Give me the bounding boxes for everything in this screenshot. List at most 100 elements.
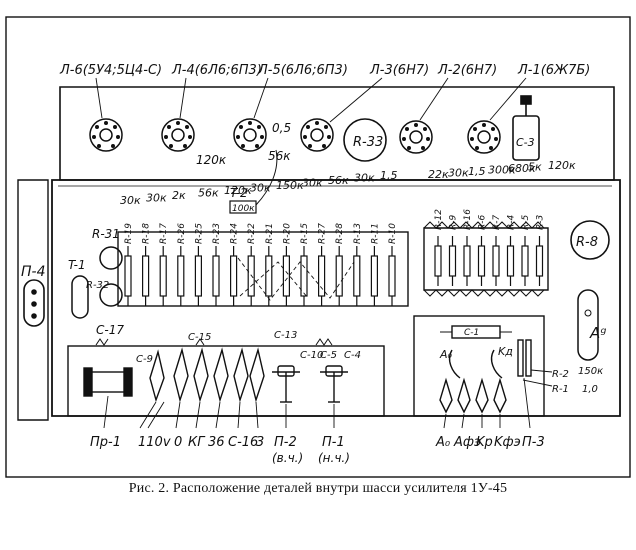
resistor-label: R-24 [230,223,240,244]
tube-socket-l3 [300,118,334,152]
c9-label: C-9 [136,354,153,365]
tube-socket-l1 [467,120,501,154]
kd-label: Kд [498,345,513,358]
resistor-value: 300к [488,164,516,177]
r8-potentiometer [570,220,610,260]
resistor-value: 30к [250,182,271,195]
resistor-label: R-23 [212,223,222,244]
terminal-posts [149,347,265,403]
value-56k: 56к [268,149,291,163]
t2-label: T-2 [230,186,248,200]
resistor-value: 56к [198,187,219,200]
p1-note: (н.ч.) [318,451,350,465]
value-05: 0,5 [272,121,291,135]
afe-label: Aфэ [453,435,481,450]
resistor-label: R-6 [478,214,488,230]
resistor-r-26 [177,255,185,297]
resistor-label: R-5 [521,214,531,230]
p1-label: П-1 [322,435,345,450]
resistor-label: R-12 [434,209,444,230]
resistor-value: 120к [548,159,576,172]
resistor-label: R-9 [449,214,459,230]
r1-r2-resistors [517,339,553,387]
resistor-value: 30к [120,194,141,207]
switch-p1 [320,365,348,403]
value-100k-box [229,200,257,214]
resistor-r-11 [370,255,378,297]
r33-potentiometer [343,118,387,162]
tube-socket-l6 [89,118,123,152]
resistor-r-21 [265,255,273,297]
r8-label: R-8 [576,235,598,250]
r31-potentiometer [99,246,123,270]
resistor-label: R-28 [335,223,345,244]
p4-mount [23,279,45,327]
left-side-panel [17,179,49,421]
tube-label-l2: Л-2(6Н7) [437,63,497,78]
resistor-r-10 [388,255,396,297]
resistor-label: R-26 [177,223,187,244]
right-resistor-board [423,227,549,291]
resistor-r-9 [448,245,457,277]
label-c16: C-16 [228,435,258,450]
label-kg: КГ [188,435,206,450]
p4-hole [31,301,37,307]
resistor-value: 56к [328,174,349,187]
value-120k: 120к [196,153,227,167]
t1-transformer [71,275,89,319]
c4-label: C-4 [344,350,361,361]
resistor-value: 30к [146,192,167,205]
c5-label: C-5 [320,350,337,361]
resistor-label: R-21 [265,223,275,244]
resistor-r-7 [492,245,500,277]
tube-socket-l2 [399,120,433,154]
resistor-r-16 [463,245,471,277]
r2-value: 150к [578,366,603,377]
resistor-value: 30к [448,167,469,180]
resistor-r-27 [318,255,326,297]
resistor-r-20 [282,255,290,297]
tube-label-leaders [95,77,527,123]
kfe-label: Kфэ [494,435,521,450]
bottom-right-board [413,315,553,417]
p3-label: П-3 [522,435,545,450]
bottom-right-frame [413,315,545,417]
t1-label: T-1 [68,258,86,272]
resistor-value: 1,5 [468,165,486,178]
label-3: 3 [256,435,264,450]
switch-p2 [272,365,300,403]
tube-label-l5: Л-5(6Л6;6П3) [257,63,348,78]
c3-cap [520,95,532,105]
resistor-r-17 [159,255,167,297]
bottom-board [67,345,385,417]
pr1-label: Пр-1 [90,435,121,450]
resistor-label: R-19 [124,223,134,244]
resistor-value: 30к [302,177,323,190]
left-block [71,246,123,319]
resistor-label: R-13 [353,223,363,244]
resistor-value: 120к [224,184,252,197]
tube-label-l4: Л-4(6Л6;6П3) [171,63,262,78]
page-frame [5,16,631,478]
resistor-value: 1,5 [380,169,398,182]
r32-label: R-32 [86,280,109,291]
resistor-r-25 [194,255,202,297]
t2-lead [255,149,278,206]
resistor-r-28 [335,255,343,297]
a0-bottom-label: A₀ [435,435,451,450]
dashed-wiring [237,257,355,301]
tube-label-l3: Л-3(6Н7) [369,63,429,78]
bottom-left-board [67,338,385,417]
tube-sockets [89,118,501,154]
resistor-label: R-15 [300,223,310,244]
ag-terminal-hole [584,309,592,317]
r31-label: R-31 [92,227,120,241]
resistor-value: 150к [276,179,304,192]
resistor-label: R-25 [194,223,204,244]
resistor-value: 2к [172,189,186,202]
ag-terminal [577,289,599,361]
resistor-r-13 [353,255,361,297]
